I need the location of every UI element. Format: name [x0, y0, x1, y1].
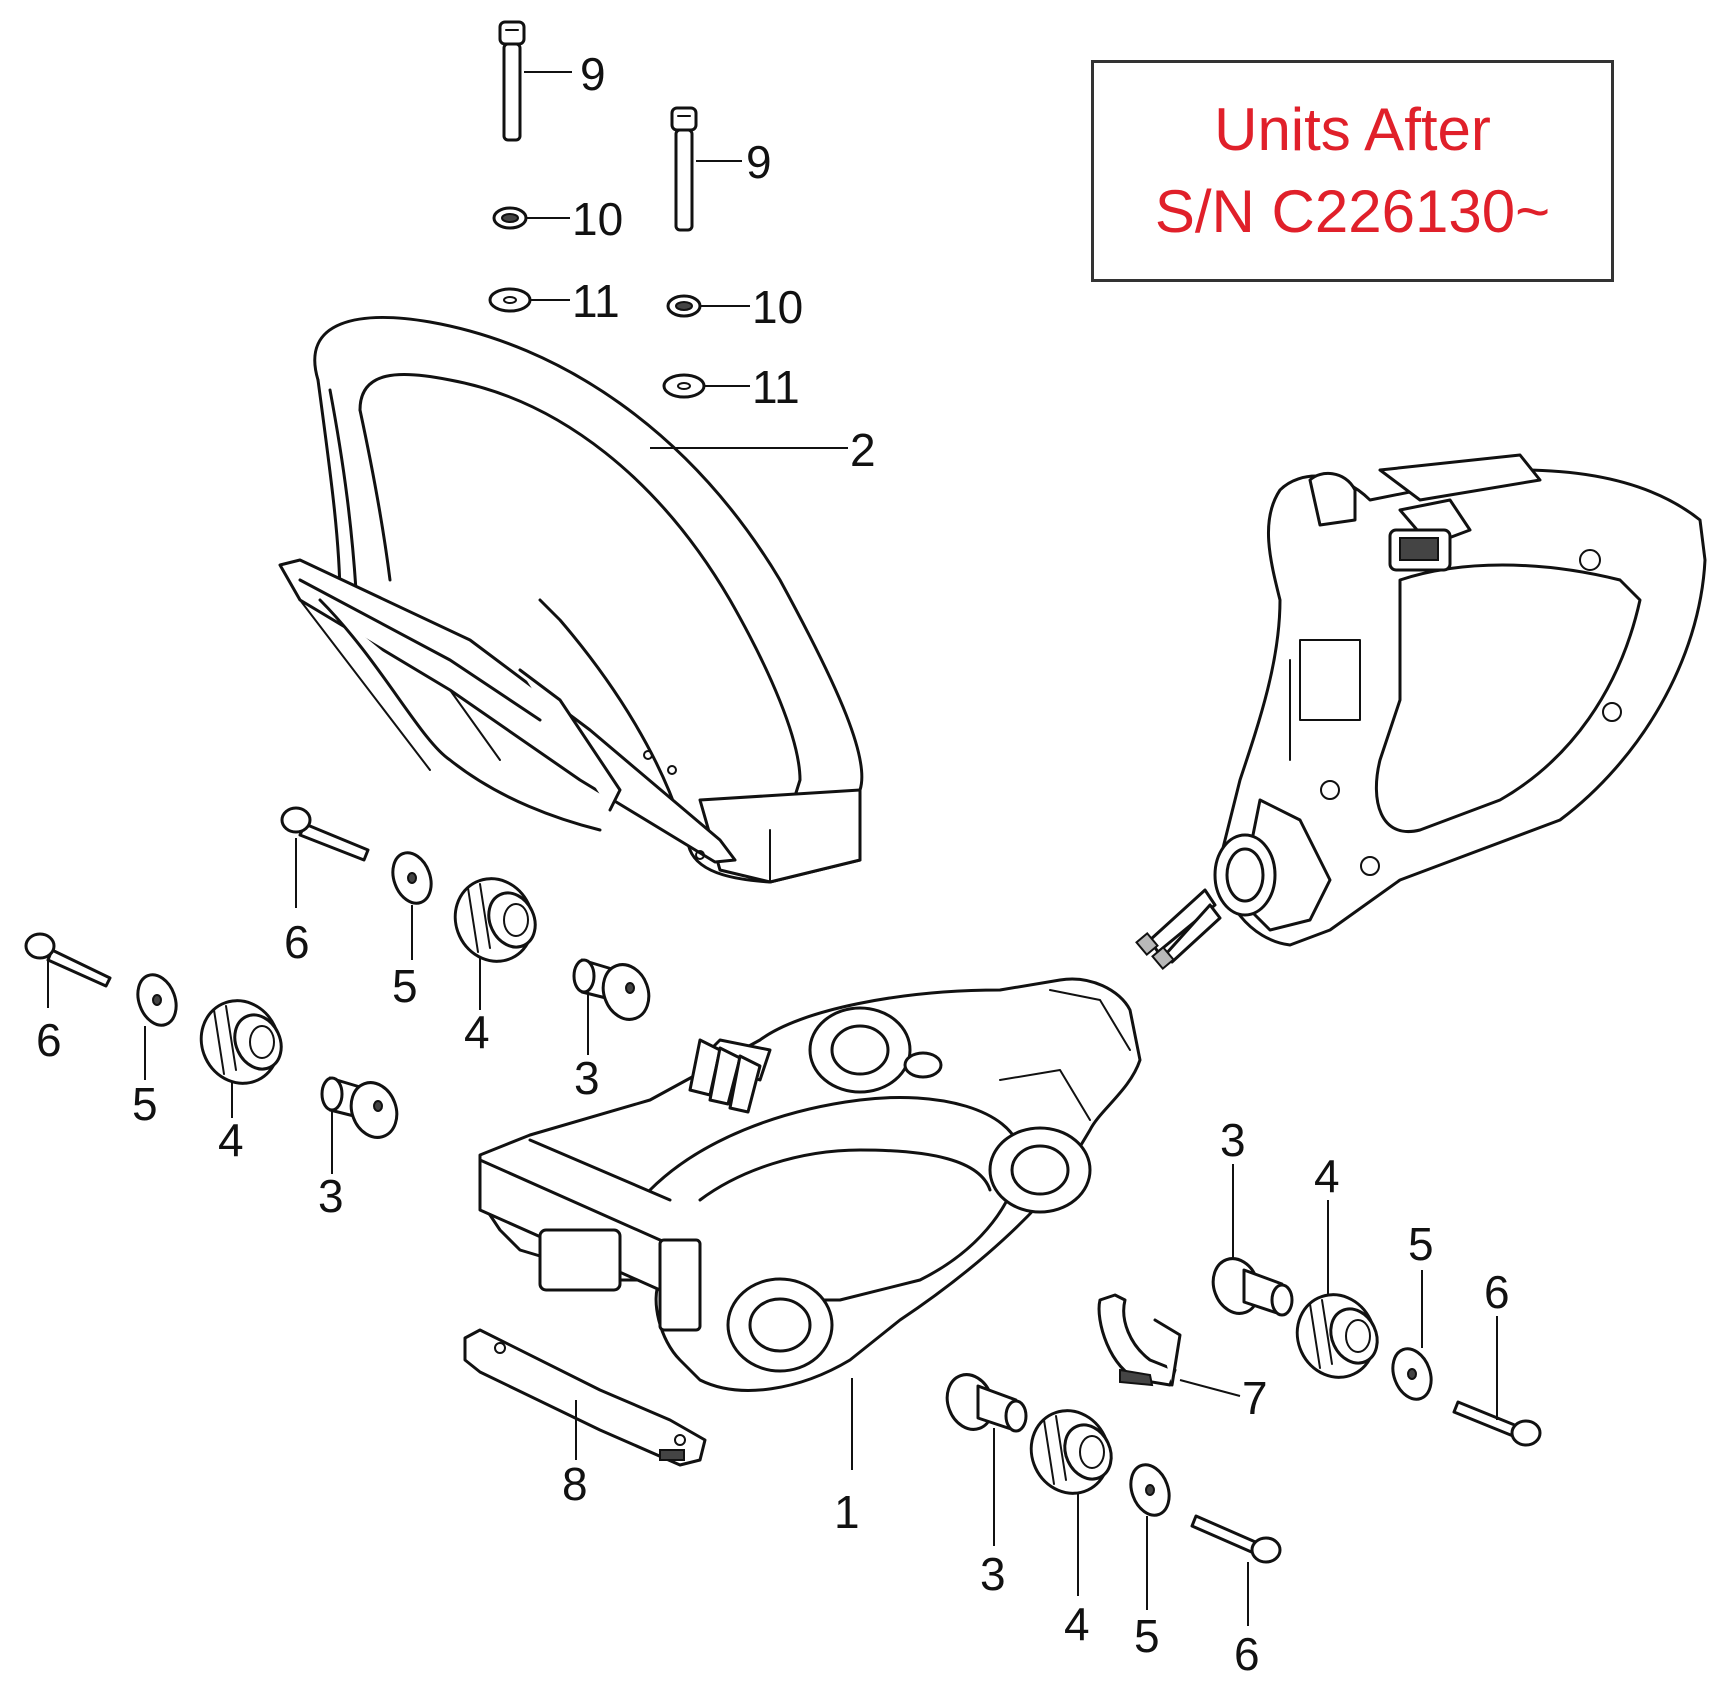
callout-3-right-upper: 3 [1220, 1114, 1246, 1166]
callout-10-left: 10 [572, 193, 623, 245]
part-6-bolt-far-left [24, 932, 112, 988]
part-3-sleeve-right-lower [945, 1373, 1028, 1433]
part-2-front-handle [278, 316, 864, 884]
callout-3-far-left: 3 [318, 1170, 344, 1222]
part-11-washer-left [488, 287, 532, 313]
part-4-bushing-right-lower [1029, 1409, 1113, 1495]
callout-3-left: 3 [574, 1052, 600, 1104]
callout-9-right: 9 [746, 136, 772, 188]
part-4-bushing-left [453, 877, 537, 963]
serial-note-line-2: S/N C226130~ [1154, 178, 1551, 245]
callout-5-right-upper: 5 [1408, 1218, 1434, 1270]
callout-5-right-lower: 5 [1134, 1610, 1160, 1662]
part-10-nut-left [492, 206, 528, 230]
callout-10-right: 10 [752, 281, 803, 333]
callout-5-left: 5 [392, 960, 418, 1012]
part-6-bolt-right-lower [1190, 1514, 1282, 1564]
part-3-sleeve-left [572, 958, 651, 1021]
part-5-washer-right-upper [1391, 1347, 1433, 1401]
serial-note-line-1: Units After [1214, 96, 1491, 163]
callout-6-far-left: 6 [36, 1014, 62, 1066]
callout-4-right-lower: 4 [1064, 1598, 1090, 1650]
rear-handle-assembly [1135, 453, 1707, 971]
callout-1: 1 [834, 1486, 860, 1538]
part-6-bolt-left [280, 806, 370, 862]
part-4-bushing-far-left [199, 999, 283, 1085]
callout-11-right: 11 [752, 361, 800, 413]
part-9-screw-right [670, 106, 698, 232]
part-3-sleeve-right-upper [1211, 1257, 1294, 1317]
callout-4-far-left: 4 [218, 1114, 244, 1166]
callout-6-right-lower: 6 [1234, 1628, 1260, 1680]
part-10-nut-right [666, 294, 702, 318]
part-6-bolt-right-upper [1452, 1400, 1542, 1447]
part-5-washer-far-left [136, 973, 178, 1027]
callout-4-right-upper: 4 [1314, 1150, 1340, 1202]
part-5-washer-right-lower [1129, 1463, 1171, 1517]
part-11-washer-right [662, 373, 706, 399]
part-7-clip [1097, 1293, 1182, 1387]
callout-7: 7 [1242, 1372, 1268, 1424]
callout-5-far-left: 5 [132, 1078, 158, 1130]
part-5-washer-left [391, 851, 433, 905]
part-1-main-frame [478, 977, 1142, 1392]
callout-6-right-upper: 6 [1484, 1266, 1510, 1318]
callout-3-right-lower: 3 [980, 1548, 1006, 1600]
callout-9-left: 9 [580, 48, 606, 100]
part-8-bracket [463, 1328, 707, 1467]
part-9-screw-left [498, 20, 526, 142]
part-3-sleeve-far-left [320, 1076, 399, 1139]
callout-8: 8 [562, 1458, 588, 1510]
part-4-bushing-right-upper [1295, 1293, 1379, 1379]
callout-labels: 9 9 10 11 10 11 2 6 5 4 3 6 5 4 3 1 8 7 … [36, 48, 1510, 1680]
callout-6-left: 6 [284, 916, 310, 968]
leader-lines [47, 71, 1498, 1626]
callout-4-left: 4 [464, 1006, 490, 1058]
callout-11-left: 11 [572, 275, 620, 327]
callout-2: 2 [850, 424, 876, 476]
serial-note-box: Units After S/N C226130~ [1091, 60, 1614, 282]
